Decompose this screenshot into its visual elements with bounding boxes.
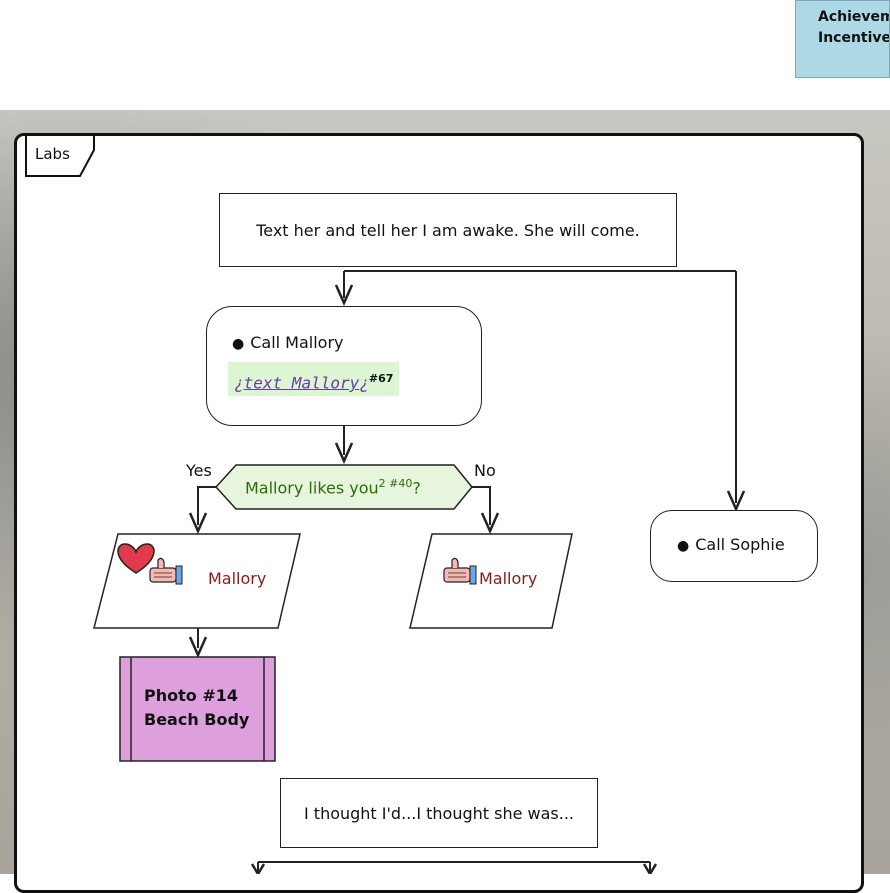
- text-mallory-ref: #67: [368, 372, 394, 385]
- arrowhead-decision: [334, 442, 354, 465]
- photo-line-1: Photo #14: [144, 686, 238, 705]
- arrowhead-yes: [188, 512, 208, 535]
- arrowhead-call-mallory: [334, 284, 354, 307]
- badge-line-1: Achievement: [818, 9, 889, 25]
- open-mark: ¿: [234, 373, 244, 393]
- close-mark: ¿: [359, 373, 369, 393]
- decision-suffix: ?: [412, 478, 421, 498]
- call-sophie-label: Call Sophie: [695, 535, 785, 554]
- photo-line-2: Beach Body: [144, 710, 250, 729]
- text-mallory-link[interactable]: text Mallory: [243, 373, 360, 393]
- arrowhead-bottom-left: [250, 863, 266, 874]
- decision-label: Mallory likes you2 #40?: [245, 477, 421, 497]
- decision-text: Mallory likes you: [245, 478, 379, 498]
- arrowhead-no: [480, 512, 500, 535]
- badge-line-2: Incentive: [818, 30, 890, 46]
- yes-output-label: Mallory: [208, 569, 267, 588]
- flow-svg: [25, 134, 746, 874]
- achievement-badge: Achievement Incentive: [795, 0, 890, 78]
- text-mallory-block: ¿text Mallory¿#67: [228, 362, 400, 396]
- bullet-icon: ●: [232, 336, 245, 352]
- output-no-shape: [409, 533, 573, 629]
- call-mallory-item: ● Call Mallory: [232, 333, 344, 352]
- call-sophie-box: [650, 510, 818, 582]
- heart-icon: [117, 543, 155, 574]
- call-sophie-item: ● Call Sophie: [677, 535, 785, 554]
- text-her-box: Text her and tell her I am awake. She wi…: [219, 193, 677, 267]
- thumbs-up-icon-yes: [149, 557, 183, 585]
- branch-no-label: No: [474, 461, 496, 480]
- arrowhead-bottom-right: [642, 863, 658, 874]
- text-her-label: Text her and tell her I am awake. She wi…: [256, 220, 640, 240]
- decision-sup: 2 #40: [378, 477, 413, 490]
- thought-label: I thought I'd...I thought she was...: [303, 803, 575, 823]
- thought-box: I thought I'd...I thought she was...: [280, 778, 598, 848]
- group-label: Labs: [35, 145, 70, 163]
- arrowhead-photo: [188, 636, 208, 659]
- no-output-label: Mallory: [479, 569, 538, 588]
- group-tab: [25, 134, 95, 177]
- arrowhead-sophie: [726, 490, 746, 513]
- photo-label: Photo #14 Beach Body: [144, 684, 249, 732]
- branch-yes-label: Yes: [186, 461, 212, 480]
- bullet-icon: ●: [677, 538, 690, 554]
- call-mallory-label: Call Mallory: [250, 333, 344, 352]
- decision-shape: [214, 464, 473, 510]
- thumbs-up-icon-no: [443, 557, 477, 585]
- photo-box: [119, 656, 276, 762]
